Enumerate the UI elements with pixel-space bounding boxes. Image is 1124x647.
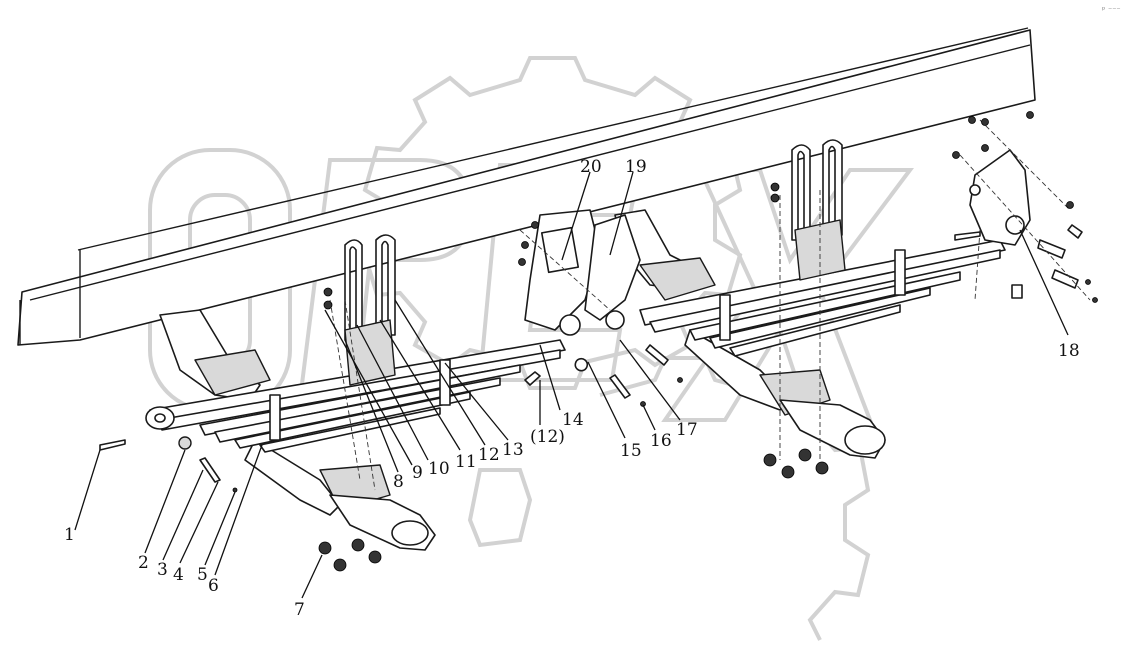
- callout-12: 12: [478, 445, 500, 465]
- callout-5: 5: [197, 565, 208, 585]
- callout-14: 14: [562, 410, 584, 430]
- center-bracket: [524, 209, 641, 336]
- right-leaf-spring: [639, 239, 1006, 357]
- leader-lines: [74, 171, 1069, 599]
- callout-11: 11: [455, 452, 477, 472]
- fasteners: [99, 111, 1098, 572]
- explode-lines: [329, 119, 1091, 491]
- right-u-bolts: [791, 139, 846, 281]
- callout-1: 1: [64, 525, 75, 545]
- callout-3: 3: [157, 560, 168, 580]
- right-axle-beam: [614, 209, 886, 459]
- left-axle-beam: [159, 309, 436, 551]
- callout-15: 15: [620, 441, 642, 461]
- callout-7: 7: [294, 600, 305, 620]
- callout-16: 16: [650, 431, 672, 451]
- callout-labels: 1 2 3 4 5 6 7 8 9 10 11 12 13 (12) 14 15…: [64, 157, 1080, 620]
- callout-20: 20: [580, 157, 602, 177]
- callout-18: 18: [1058, 341, 1080, 361]
- corner-mark: ᵖ ⁻⁻⁻: [1102, 5, 1121, 14]
- rear-hanger-bracket: [969, 149, 1079, 289]
- callout-12-parenthesized: (12): [530, 427, 565, 447]
- callout-8: 8: [393, 472, 404, 492]
- callout-13: 13: [502, 440, 524, 460]
- callout-4: 4: [173, 565, 184, 585]
- callout-9: 9: [412, 463, 423, 483]
- callout-10: 10: [428, 459, 450, 479]
- callout-6: 6: [208, 576, 219, 596]
- callout-17: 17: [676, 420, 698, 440]
- callout-19: 19: [625, 157, 647, 177]
- callout-2: 2: [138, 553, 149, 573]
